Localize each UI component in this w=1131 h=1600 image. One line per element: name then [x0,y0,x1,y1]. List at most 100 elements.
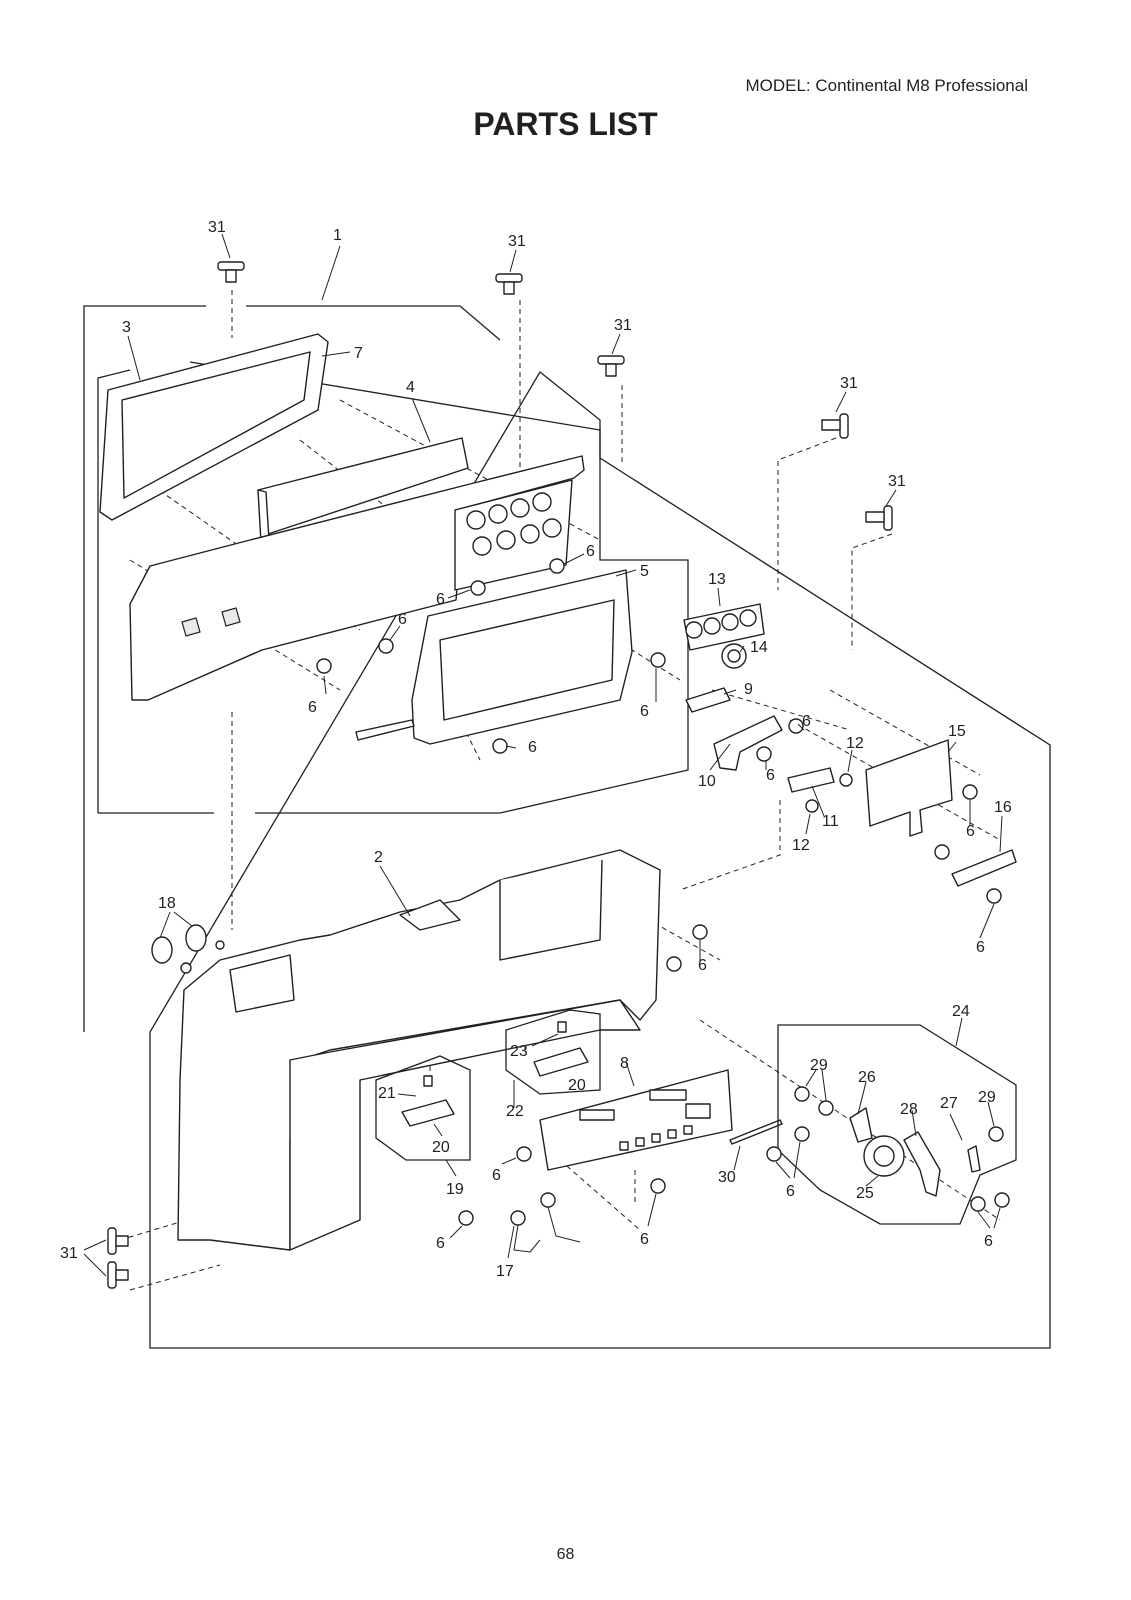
screw-6-h [756,746,772,762]
screw-6-o [766,1146,782,1162]
screw-6-p [516,1146,532,1162]
part-11-small-board [787,767,835,793]
part-20-sensor-a [401,1075,455,1127]
callout-6: 6 [966,823,975,840]
callout-8: 8 [620,1055,629,1072]
part-10-bracket [713,715,783,771]
callout-28: 28 [900,1101,918,1118]
part-12-washer-a [839,773,853,787]
callout-7: 7 [354,345,363,362]
callout-2: 2 [374,849,383,866]
callout-6: 6 [984,1233,993,1250]
screw-29-c [988,1126,1004,1142]
callout-6: 6 [436,591,445,608]
callout-31: 31 [508,233,526,250]
callout-6: 6 [586,543,595,560]
part-8-main-pcb [539,1069,733,1171]
callout-16: 16 [994,799,1012,816]
callout-3: 3 [122,319,131,336]
callout-13: 13 [708,571,726,588]
callout-19: 19 [446,1181,464,1198]
callout-14: 14 [750,639,768,656]
callout-29: 29 [810,1057,828,1074]
screw-6-a [549,558,565,574]
callout-30: 30 [718,1169,736,1186]
part-12-washer-b [805,799,819,813]
page-title: PARTS LIST [473,106,658,142]
page-number: 68 [556,1546,575,1563]
part-25-gear-assembly [849,1107,981,1197]
part-18-rollers [151,924,225,974]
model-label: MODEL: Continental M8 Professional [745,76,1028,95]
callout-31: 31 [208,219,226,236]
part-5-panel-chassis [355,569,633,745]
callout-6: 6 [528,739,537,756]
screw-6-e [650,652,666,668]
callout-24: 24 [952,1003,970,1020]
callout-numbers: 31 1 31 3 31 7 31 4 31 6 5 13 6 6 14 6 6… [60,219,1012,1280]
screw-6-k [986,888,1002,904]
screw-6-f [492,738,508,754]
callout-20: 20 [568,1077,586,1094]
assembly-frame-outer [83,305,1051,1349]
callout-6: 6 [640,1231,649,1248]
callout-12: 12 [792,837,810,854]
callout-6: 6 [436,1235,445,1252]
callout-25: 25 [856,1185,874,1202]
screw-6-t [994,1192,1010,1208]
callout-6: 6 [698,957,707,974]
screw-31-b [495,273,523,295]
screw-31-e [865,505,893,531]
callout-5: 5 [640,563,649,580]
callout-31: 31 [614,317,632,334]
screw-31-a [217,261,245,283]
callout-6: 6 [802,713,811,730]
screw-6-c [378,638,394,654]
part-front-upper-cover [129,455,585,701]
callout-29: 29 [978,1089,996,1106]
leader-lines [83,233,1003,1277]
callout-1: 1 [333,227,342,244]
screw-6-n [794,1126,810,1142]
part-19-sensor-frame [375,1055,471,1161]
screw-31-f [107,1227,129,1255]
callout-20: 20 [432,1139,450,1156]
part-2-main-cover [177,849,661,1251]
screw-6-i [962,784,978,800]
callout-6: 6 [786,1183,795,1200]
callout-31: 31 [60,1245,78,1262]
screw-6-m [666,956,682,972]
callout-6: 6 [976,939,985,956]
callout-6: 6 [308,699,317,716]
screw-6-j [934,844,950,860]
part-20-sensor-b [533,1021,589,1077]
callout-27: 27 [940,1095,958,1112]
screw-6-d [316,658,332,674]
part-22-sensor-frame [505,1009,601,1095]
callout-6: 6 [492,1167,501,1184]
callout-31: 31 [888,473,906,490]
part-3-display-bezel [99,333,329,521]
screw-29-a [794,1086,810,1102]
callout-23: 23 [510,1043,528,1060]
callout-21: 21 [378,1085,396,1102]
part-24-group-frame [777,1024,1017,1225]
callout-22: 22 [506,1103,524,1120]
callout-6: 6 [398,611,407,628]
callout-11: 11 [822,813,839,830]
screw-29-b [818,1100,834,1116]
screw-31-g [107,1261,129,1289]
part-14-knob-center [727,649,741,663]
callout-26: 26 [858,1069,876,1086]
part-16-plate [951,849,1017,887]
part-15-pcb [865,739,953,837]
callout-15: 15 [948,723,966,740]
part-30-shaft [729,1119,783,1145]
callout-9: 9 [744,681,753,698]
screw-6-l [692,924,708,940]
screw-6-q [650,1178,666,1194]
screw-6-s [970,1196,986,1212]
screws [107,261,1010,1289]
callout-18: 18 [158,895,176,912]
